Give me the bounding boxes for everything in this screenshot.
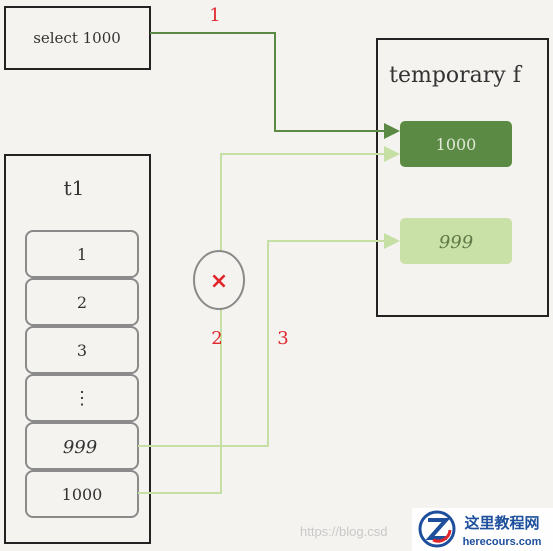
- query-label: select 1000: [33, 29, 121, 47]
- logo-cn-text: 这里教程网: [464, 514, 539, 532]
- temp-row-999-value: 999: [439, 232, 473, 253]
- source-row-value: 3: [77, 341, 87, 360]
- temp-table: temporary f 1000 999: [376, 38, 549, 317]
- source-row-value: 2: [77, 293, 87, 312]
- source-row: 999: [25, 422, 139, 470]
- source-row: 1: [25, 230, 139, 278]
- temp-table-title: temporary f: [389, 63, 523, 88]
- step-label-1: 1: [209, 5, 220, 26]
- temp-row-1000-value: 1000: [436, 135, 477, 154]
- temp-row-999: 999: [400, 218, 512, 264]
- step-label-2: 2: [211, 328, 222, 349]
- source-row: ⋮: [25, 374, 139, 422]
- source-row-value: 999: [63, 437, 97, 458]
- source-row-value: 1: [77, 245, 87, 264]
- temp-row-1000: 1000: [400, 121, 512, 167]
- source-row: 3: [25, 326, 139, 374]
- source-row: 2: [25, 278, 139, 326]
- source-row: 1000: [25, 470, 139, 518]
- blocked-x-icon: ×: [210, 269, 228, 294]
- arrow-step-1: [150, 32, 400, 139]
- blocked-marker: ×: [193, 250, 245, 310]
- arrow-step-2: [138, 146, 400, 494]
- source-row-value: ⋮: [73, 388, 91, 409]
- source-table: t1 1 2 3 ⋮ 999 1000: [4, 154, 151, 544]
- source-row-value: 1000: [62, 485, 103, 504]
- query-box: select 1000: [4, 6, 151, 70]
- step-label-3: 3: [277, 328, 288, 349]
- arrow-step-3: [138, 233, 400, 447]
- source-table-title: t1: [64, 176, 85, 200]
- logo-en-text: herecours.com: [463, 536, 542, 548]
- watermark: https://blog.csd: [300, 524, 387, 539]
- site-logo: 这里教程网 herecours.com: [412, 508, 553, 551]
